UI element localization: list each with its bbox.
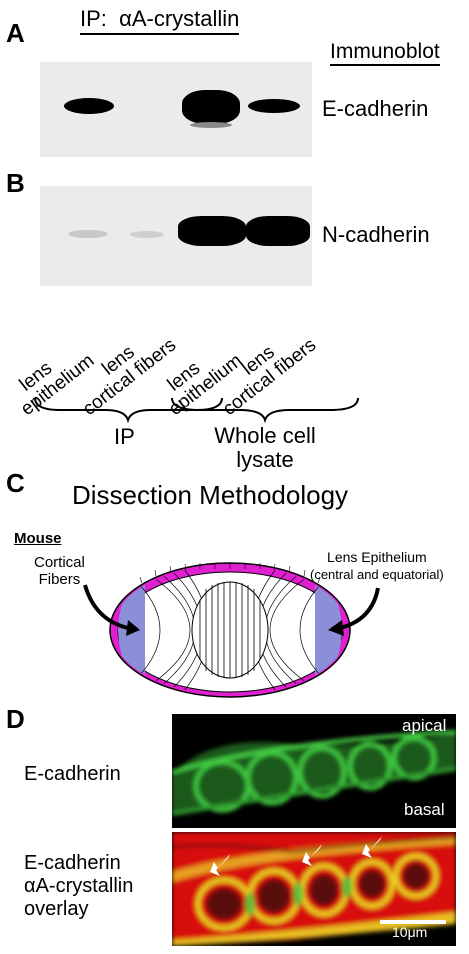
panel-b-letter: B	[6, 168, 25, 198]
band-b-lane2	[130, 231, 164, 238]
panel-a-letter: A	[6, 18, 25, 48]
basal-label: basal	[404, 800, 445, 819]
band-b-lane1	[68, 230, 108, 238]
overlay-arrows	[210, 836, 382, 876]
row1-label: E-cadherin	[24, 763, 121, 785]
cortical-arrowhead	[126, 620, 140, 636]
dissection-title: Dissection Methodology	[72, 480, 349, 510]
whole-cell-label: Whole cell lysate	[214, 423, 316, 472]
n-cadherin-label: N-cadherin	[322, 222, 430, 247]
band-a-lane3	[182, 90, 240, 124]
band-b-lane3	[178, 216, 246, 246]
overlay-micrograph	[172, 832, 456, 946]
lens-epithelium-label: Lens Epithelium (central and equatorial)	[310, 549, 444, 582]
panel-c-letter: C	[6, 468, 25, 498]
lens-diagram	[109, 562, 351, 698]
epithelium-arrowhead	[328, 620, 344, 636]
cortical-fibers-label: Cortical Fibers	[34, 554, 85, 588]
row2-label: E-cadherin αA-crystallin overlay	[24, 852, 134, 920]
cortical-arrow	[83, 584, 129, 630]
band-a-lane3-smear	[190, 122, 232, 128]
e-cadherin-micrograph	[172, 714, 456, 828]
whole-cell-brace	[171, 397, 359, 424]
e-cadherin-blot	[40, 62, 312, 157]
ip-group-label: IP	[114, 424, 135, 449]
epithelium-arrow	[339, 587, 380, 630]
n-cadherin-blot	[40, 186, 312, 286]
apical-label: apical	[402, 716, 447, 735]
species-label: Mouse	[14, 530, 62, 547]
band-a-lane4	[248, 99, 300, 113]
immunoblot-label: Immunoblot	[330, 40, 440, 66]
ip-title: IP: αA-crystallin	[80, 6, 240, 35]
panel-d-letter: D	[6, 704, 25, 734]
band-b-lane4	[246, 216, 310, 246]
e-cadherin-label: E-cadherin	[322, 96, 429, 121]
band-a-lane1	[64, 98, 114, 114]
scale-bar	[380, 920, 446, 924]
scale-bar-label: 10μm	[392, 924, 428, 940]
